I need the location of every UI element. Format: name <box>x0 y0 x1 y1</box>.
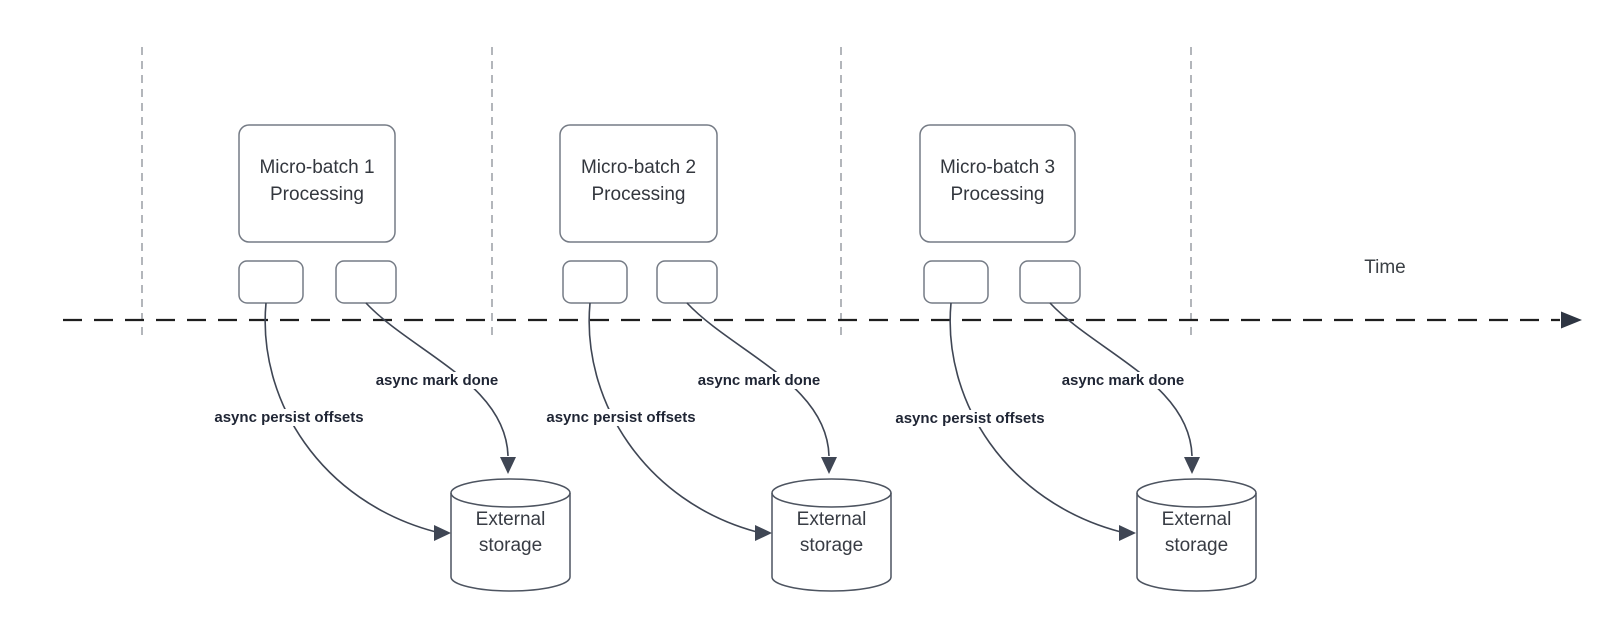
task-box-right <box>1019 260 1081 304</box>
external-storage-cylinder-lip <box>1136 492 1257 508</box>
persist-offsets-curve <box>264 302 437 533</box>
time-axis-arrowhead-icon <box>1561 311 1582 329</box>
external-storage-cylinder-lip <box>771 492 892 508</box>
persist-offsets-curve <box>588 302 758 533</box>
persist-offsets-arrowhead-icon <box>434 525 451 541</box>
microbatch-box-label: Micro-batch 2 Processing <box>560 125 717 237</box>
mark-done-label: async mark done <box>373 372 501 389</box>
microbatch-title-line1: Micro-batch 2 <box>580 157 697 178</box>
external-storage-label: External storage <box>475 509 546 556</box>
persist-offsets-curve <box>949 302 1122 533</box>
mark-done-curve <box>365 302 509 457</box>
persist-offsets-label: async persist offsets <box>544 409 698 426</box>
microbatch-title-line1: Micro-batch 3 <box>939 157 1056 178</box>
external-storage-cylinder <box>1136 478 1257 592</box>
mark-done-arrowhead-icon <box>821 457 837 474</box>
mark-done-label: async mark done <box>1059 372 1187 389</box>
mark-done-curve <box>686 302 830 457</box>
external-storage-label: External storage <box>796 509 867 556</box>
mark-done-label: async mark done <box>695 372 823 389</box>
microbatch-title-line2: Processing <box>270 184 364 205</box>
external-storage-cylinder <box>771 478 892 592</box>
microbatch-title-line2: Processing <box>950 184 1045 205</box>
microbatch-title-line1: Micro-batch 1 <box>259 157 375 178</box>
persist-offsets-label: async persist offsets <box>212 409 366 426</box>
task-box-left <box>562 260 628 304</box>
external-storage-cylinder-lip <box>450 492 571 508</box>
mark-done-arrowhead-icon <box>1184 457 1200 474</box>
task-box-left <box>238 260 304 304</box>
persist-offsets-label: async persist offsets <box>893 410 1047 427</box>
microbatch-box-label: Micro-batch 1 Processing <box>239 125 395 237</box>
microbatch-box <box>238 124 396 243</box>
external-storage-label: External storage <box>1161 509 1232 556</box>
external-storage-cylinder <box>450 478 571 592</box>
microbatch-box-label: Micro-batch 3 Processing <box>920 125 1075 237</box>
microbatch-box <box>919 124 1076 243</box>
task-box-right <box>656 260 718 304</box>
task-box-left <box>923 260 989 304</box>
task-box-right <box>335 260 397 304</box>
persist-offsets-arrowhead-icon <box>755 525 772 541</box>
mark-done-arrowhead-icon <box>500 457 516 474</box>
persist-offsets-arrowhead-icon <box>1119 525 1136 541</box>
microbatch-title-line2: Processing <box>591 184 686 205</box>
time-label: Time <box>1364 257 1406 278</box>
microbatch-box <box>559 124 718 243</box>
mark-done-curve <box>1049 302 1193 457</box>
